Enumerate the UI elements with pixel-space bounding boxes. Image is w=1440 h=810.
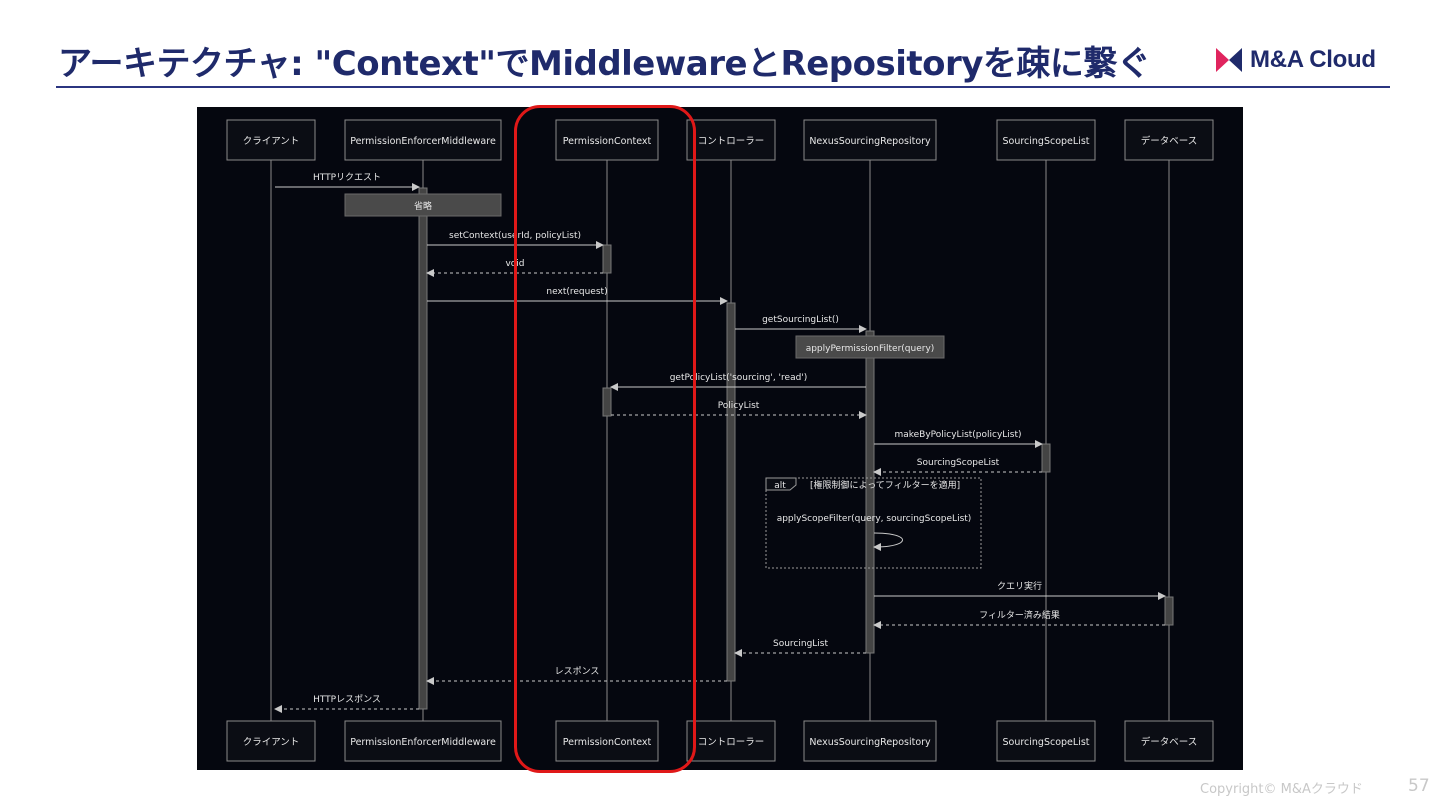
message-label: レスポンス (555, 666, 600, 677)
message-label: SourcingScopeList (917, 458, 1000, 468)
alt-fragment-tab (765, 477, 797, 491)
participant-box-bottom (1124, 720, 1214, 762)
permission-context-highlight (514, 105, 696, 773)
participant-label-bottom: NexusSourcingRepository (809, 737, 931, 748)
alt-condition: [権限制御によってフィルターを適用] (810, 479, 960, 491)
participant-box-top (803, 119, 937, 161)
message-label: applyScopeFilter(query, sourcingScopeLis… (777, 514, 972, 524)
message-label: PolicyList (718, 401, 760, 411)
participant-label-top: SourcingScopeList (1002, 136, 1089, 147)
title-underline (56, 86, 1390, 88)
message-label: フィルター済み結果 (979, 609, 1060, 621)
note-box (795, 335, 945, 359)
participant-box-top (226, 119, 316, 161)
brand-name: M&A Cloud (1250, 46, 1376, 73)
activation-bar (1164, 596, 1174, 626)
message-label: HTTPリクエスト (313, 172, 381, 183)
participant-label-top: コントローラー (698, 136, 765, 147)
participant-label-bottom: SourcingScopeList (1002, 737, 1089, 748)
participant-label-bottom: PermissionEnforcerMiddleware (350, 737, 496, 748)
participant-box-bottom (555, 720, 659, 762)
participant-box-top (555, 119, 659, 161)
participant-label-bottom: コントローラー (698, 737, 765, 748)
participant-box-bottom (803, 720, 937, 762)
participant-box-top (344, 119, 502, 161)
note-box (344, 193, 502, 217)
participant-box-bottom (996, 720, 1096, 762)
activation-bar (865, 330, 875, 654)
participant-box-top (996, 119, 1096, 161)
participant-box-bottom (686, 720, 776, 762)
message-label: next(request) (546, 287, 607, 297)
participant-box-bottom (344, 720, 502, 762)
message-label: クエリ実行 (997, 580, 1042, 592)
participant-label-bottom: PermissionContext (563, 737, 652, 748)
message-label: HTTPレスポンス (313, 694, 381, 705)
participant-box-top (1124, 119, 1214, 161)
participant-label-top: PermissionEnforcerMiddleware (350, 136, 496, 147)
participant-label-top: NexusSourcingRepository (809, 136, 931, 147)
participant-label-top: PermissionContext (563, 136, 652, 147)
activation-bar (1041, 443, 1051, 473)
alt-fragment-frame (765, 477, 982, 569)
brand-mark-icon (1216, 48, 1242, 72)
page-number: 57 (1408, 776, 1430, 796)
activation-bar (726, 302, 736, 682)
participant-label-bottom: データベース (1141, 736, 1198, 748)
note-text: applyPermissionFilter(query) (806, 344, 935, 354)
participant-label-bottom: クライアント (243, 737, 300, 748)
slide-title: アーキテクチャ: "Context"でMiddlewareとRepository… (58, 44, 1151, 84)
participant-box-top (686, 119, 776, 161)
activation-bar (418, 187, 428, 710)
self-message-arrow (873, 532, 903, 551)
alt-keyword: alt (774, 481, 786, 491)
copyright: Copyright© M&Aクラウド (1200, 782, 1363, 797)
message-label: makeByPolicyList(policyList) (894, 430, 1021, 440)
participant-label-top: データベース (1141, 135, 1198, 147)
message-label: getPolicyList('sourcing', 'read') (670, 373, 808, 383)
participant-box-bottom (226, 720, 316, 762)
message-label: getSourcingList() (762, 315, 839, 325)
message-label: SourcingList (773, 639, 828, 649)
activation-bar (602, 387, 612, 417)
participant-label-top: クライアント (243, 136, 300, 147)
sequence-diagram: クライアントクライアント PermissionEnforcerMiddleware… (197, 107, 1243, 770)
activation-bar (602, 244, 612, 274)
note-text: 省略 (414, 200, 432, 212)
brand-logo: M&A Cloud (1216, 46, 1376, 74)
